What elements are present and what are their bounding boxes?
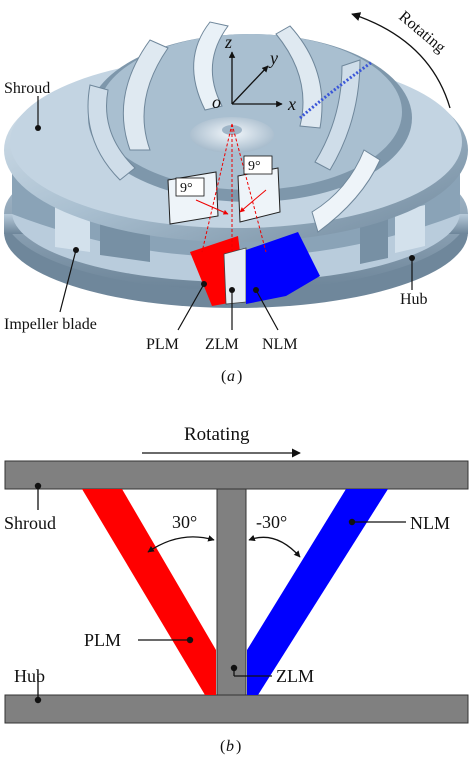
caption-b-close: ) xyxy=(236,738,241,755)
zlm-blade-3d xyxy=(223,247,247,305)
label-angle-right-a: 9° xyxy=(248,159,261,174)
label-axis-x: x xyxy=(287,94,296,114)
label-plm-a: PLM xyxy=(146,336,179,353)
nlm-blade-3d xyxy=(246,232,320,304)
rotating-arrow-a xyxy=(351,12,451,109)
angle-arc-right xyxy=(248,534,301,558)
label-axis-y: y xyxy=(268,48,278,68)
label-origin: o xyxy=(212,92,221,112)
panel-b: Rotating 30° -30° xyxy=(4,424,469,755)
coordinate-axes xyxy=(228,51,283,108)
label-nlm-b: NLM xyxy=(410,513,450,533)
caption-a-open: ( xyxy=(221,368,226,385)
label-hub-b: Hub xyxy=(14,666,45,686)
label-rotating-a: Rotating xyxy=(395,8,448,56)
label-plm-b: PLM xyxy=(84,630,121,650)
label-angle-left-b: 30° xyxy=(172,512,197,532)
angle-reference-lines xyxy=(195,123,267,253)
leader-lines-a xyxy=(35,96,415,331)
label-rotating-b: Rotating xyxy=(184,424,250,445)
axis-y-line xyxy=(231,65,269,105)
caption-b-letter: b xyxy=(226,738,234,755)
caption-b-open: ( xyxy=(220,738,225,755)
label-zlm-b: ZLM xyxy=(276,666,314,686)
plm-blade xyxy=(82,489,216,695)
zlm-blade xyxy=(216,488,247,696)
angle-arc-left xyxy=(147,535,215,553)
label-nlm-a: NLM xyxy=(262,336,298,353)
label-zlm-a: ZLM xyxy=(205,336,239,353)
caption-a-letter: a xyxy=(227,368,235,385)
nlm-blade xyxy=(247,489,388,695)
label-shroud-b: Shroud xyxy=(4,513,56,533)
blade-edge-marks xyxy=(299,60,373,120)
impeller-blades xyxy=(87,21,381,233)
label-impeller-blade: Impeller blade xyxy=(4,316,97,333)
caption-a-close: ) xyxy=(237,368,242,385)
label-hub-a: Hub xyxy=(400,291,428,308)
angle-right-box-a xyxy=(243,155,273,175)
hub-wall xyxy=(4,694,469,724)
shroud-wall xyxy=(4,460,469,490)
angle-left-box-a xyxy=(175,177,205,197)
label-angle-right-b: -30° xyxy=(256,512,287,532)
panel-a: Shroud Rotating Impeller blade Hub PLM Z… xyxy=(4,8,468,385)
leader-lines-b xyxy=(34,482,406,704)
label-angle-left-a: 9° xyxy=(180,181,193,196)
label-shroud-a: Shroud xyxy=(4,80,50,97)
label-axis-z: z xyxy=(224,32,232,52)
